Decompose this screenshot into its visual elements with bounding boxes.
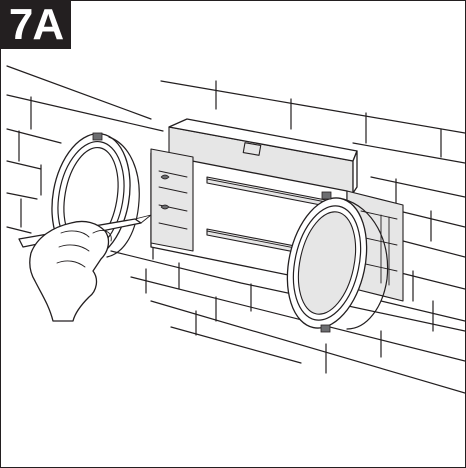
brick-wall-icon (6, 65, 465, 394)
duct-collar-icon (286, 191, 389, 333)
hand-with-pencil-icon (18, 214, 152, 322)
step-number-badge: 7A (1, 1, 71, 49)
wall-box-icon (150, 118, 404, 302)
